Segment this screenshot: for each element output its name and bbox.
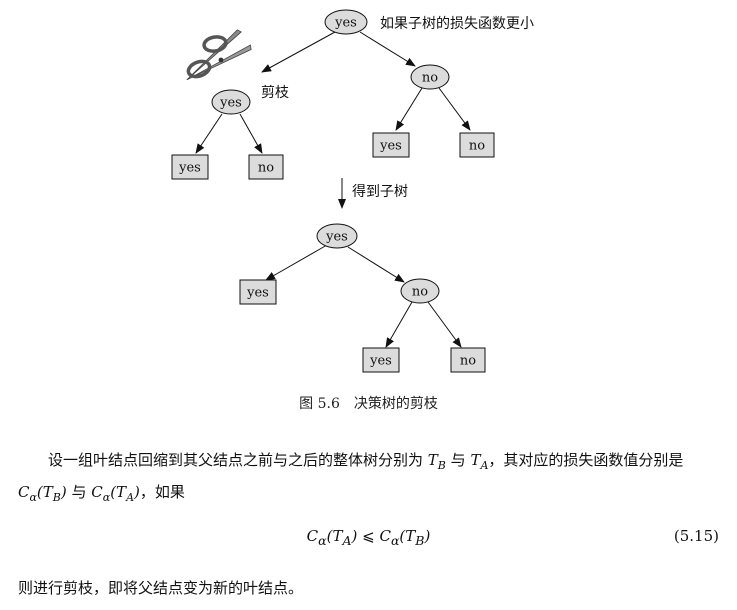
math-arg: (T <box>36 483 53 501</box>
node-label: no <box>422 71 438 86</box>
math-arg: (T <box>326 527 343 545</box>
leaf-label: no <box>469 139 485 154</box>
math-subscript: α <box>318 533 327 548</box>
node-label: no <box>412 285 428 300</box>
leaf-label: yes <box>379 139 402 154</box>
math-subscript: α <box>102 491 111 504</box>
math-arg: (T <box>399 527 416 545</box>
para-text: 与 <box>445 451 471 469</box>
math-arg: (T <box>110 483 127 501</box>
math-subscript: α <box>390 533 400 548</box>
tree-leaf <box>362 347 400 373</box>
math-close: ) <box>424 527 431 545</box>
tree-node-right <box>400 278 440 304</box>
decision-tree-pruning-figure: yes yes no yes no yes no 如果子树的损失函数更小 剪枝 … <box>171 9 534 373</box>
prune-annotation: 剪枝 <box>261 85 289 101</box>
math-subscript: α <box>29 491 37 504</box>
edge <box>395 87 423 131</box>
math-TA: TA <box>470 451 489 472</box>
edge <box>438 87 471 131</box>
para-text: 设一组叶结点回缩到其父结点之前与之后的整体树分别为 <box>48 451 428 469</box>
loss-annotation: 如果子树的损失函数更小 <box>380 16 534 32</box>
math-C-TA: Cα(TA) <box>91 483 140 504</box>
equation: Cα(TA) ⩽ Cα(TB) <box>0 527 737 548</box>
tree-leaf <box>459 132 495 158</box>
math-symbol: C <box>379 527 391 545</box>
tree-node-left <box>211 89 251 115</box>
leaf-label: no <box>258 161 274 176</box>
tree-leaf <box>248 154 284 180</box>
tree-leaf <box>239 279 277 305</box>
equation-number: (5.15) <box>673 527 719 545</box>
transition: 得到子树 <box>338 178 408 209</box>
math-subscript: A <box>480 459 489 472</box>
closing-sentence: 则进行剪枝，即将父结点变为新的叶结点。 <box>18 579 304 597</box>
body-paragraph: 设一组叶结点回缩到其父结点之前与之后的整体树分别为 TB 与 TA，其对应的损失… <box>18 447 726 511</box>
leaf-label: yes <box>246 286 269 301</box>
math-symbol: T <box>470 451 481 469</box>
para-text: 与 <box>66 483 92 501</box>
math-symbol: T <box>427 451 438 469</box>
edge <box>359 31 416 67</box>
math-subscript: B <box>415 533 425 548</box>
edge <box>261 31 336 73</box>
node-label: yes <box>219 96 242 111</box>
node-label: yes <box>334 16 357 31</box>
math-C-TB: Cα(TB) <box>18 483 67 504</box>
edge <box>427 301 462 348</box>
scissors-icon <box>186 29 252 81</box>
math-subscript: B <box>437 459 446 472</box>
math-relation: ⩽ <box>357 527 380 545</box>
edge <box>347 246 405 283</box>
tree-leaf <box>450 347 486 373</box>
edge <box>265 244 328 281</box>
transition-label: 得到子树 <box>352 183 408 200</box>
para-text: ，其对应的损失函数值分别是 <box>488 451 684 469</box>
caption-number: 图 5.6 <box>299 396 340 412</box>
edge <box>195 113 223 154</box>
math-symbol: C <box>91 483 103 501</box>
math-close: ) <box>351 527 358 545</box>
tree-node-right <box>410 64 450 90</box>
math-close: ) <box>60 483 67 501</box>
tree-leaf <box>171 154 209 180</box>
top-tree: yes yes no yes no yes no 如果子树的损失函数更小 剪枝 <box>171 9 534 180</box>
math-close: ) <box>134 483 140 501</box>
para-text: ，如果 <box>139 483 185 501</box>
leaf-label: no <box>460 354 476 369</box>
math-subscript: B <box>52 491 61 504</box>
leaf-label: yes <box>178 161 201 176</box>
bottom-tree: yes yes no yes no <box>239 223 486 373</box>
math-subscript: A <box>126 491 135 504</box>
math-subscript: A <box>342 533 352 548</box>
edge <box>385 301 413 348</box>
edge <box>239 113 263 154</box>
tree-node-root <box>316 223 358 249</box>
tree-node-root <box>324 9 368 35</box>
math-symbol: C <box>18 483 30 501</box>
node-label: yes <box>325 230 348 245</box>
math-symbol: C <box>306 527 319 545</box>
leaf-label: yes <box>369 354 392 369</box>
tree-leaf <box>372 132 410 158</box>
math-TB: TB <box>427 451 446 472</box>
figure-caption: 图 5.6 决策树的剪枝 <box>0 393 737 413</box>
caption-text: 决策树的剪枝 <box>353 396 438 412</box>
